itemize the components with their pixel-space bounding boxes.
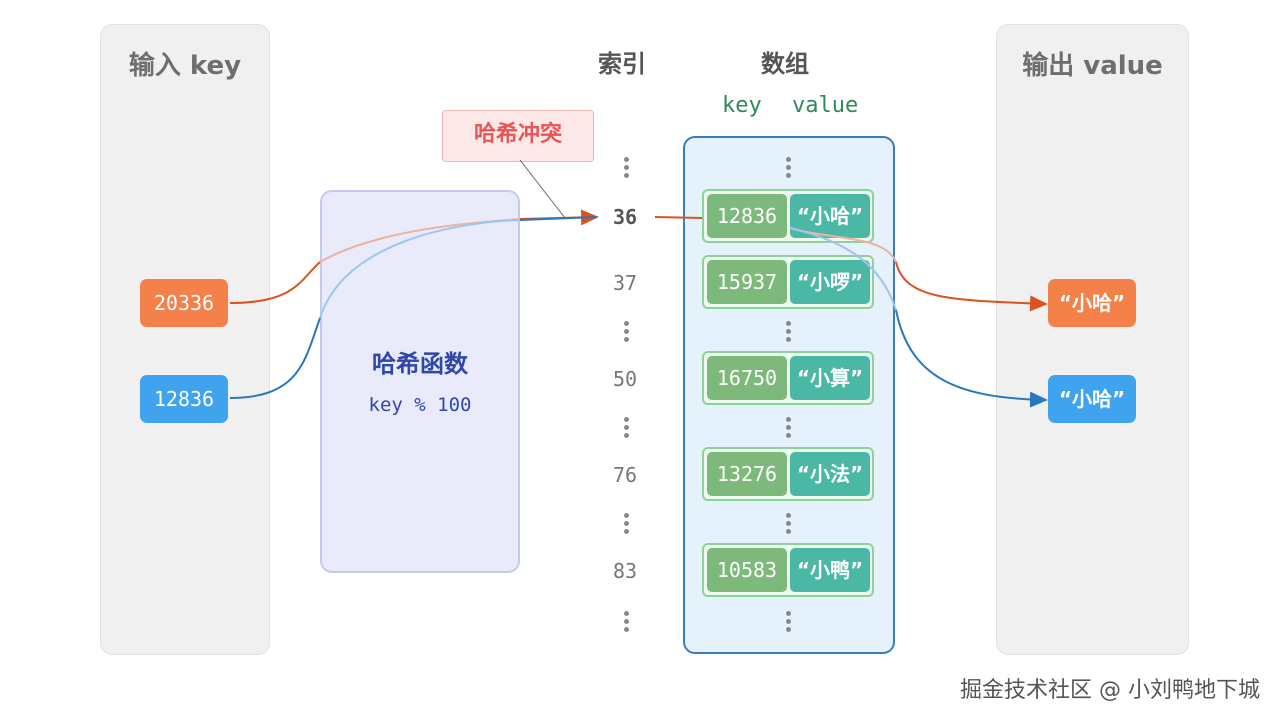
output-value-panel: 输出 value: [996, 24, 1189, 655]
link-20336-to-index: [229, 261, 321, 304]
bucket-key: 15937: [707, 260, 787, 304]
array-ellipsis: [783, 321, 793, 345]
bucket-37: 15937 “小啰”: [702, 255, 874, 309]
array-ellipsis: [783, 417, 793, 441]
array-ellipsis: [783, 513, 793, 537]
index-ellipsis: [621, 321, 631, 345]
hash-function-box: 哈希函数 key % 100: [320, 190, 520, 573]
index-76: 76: [612, 463, 638, 487]
output-panel-title: 输出 value: [1022, 51, 1163, 81]
link-bucket-through-blue: [789, 227, 897, 311]
link-12836-to-index-end: [519, 216, 598, 221]
input-panel-title: 输入 key: [128, 51, 242, 81]
bucket-50: 16750 “小算”: [702, 351, 874, 405]
array-ellipsis: [783, 611, 793, 635]
bucket-key: 12836: [707, 194, 787, 238]
value-column-header: value: [792, 93, 859, 118]
index-83: 83: [612, 559, 638, 583]
array-header: 数组: [761, 50, 809, 78]
bucket-76: 13276 “小法”: [702, 447, 874, 501]
link-12836-through-hash: [319, 219, 521, 319]
index-50: 50: [612, 367, 638, 391]
index-ellipsis: [621, 157, 631, 181]
index-ellipsis: [621, 513, 631, 537]
bucket-key: 13276: [707, 452, 787, 496]
bucket-value: “小鸭”: [790, 548, 870, 592]
index-37: 37: [612, 271, 638, 295]
hash-collision-label: 哈希冲突: [442, 110, 594, 162]
index-header: 索引: [598, 50, 646, 78]
bucket-value: “小算”: [790, 356, 870, 400]
link-12836-to-index: [229, 317, 321, 399]
array-ellipsis: [783, 157, 793, 181]
bucket-value: “小法”: [790, 452, 870, 496]
input-key-panel: 输入 key: [100, 24, 270, 655]
bucket-83: 10583 “小鸭”: [702, 543, 874, 597]
index-36: 36: [612, 205, 638, 229]
output-value-1: “小哈”: [1048, 279, 1136, 327]
bucket-36: 12836 “小哈”: [702, 189, 874, 243]
output-value-2: “小哈”: [1048, 375, 1136, 423]
input-key-12836: 12836: [140, 375, 228, 423]
link-bucket-to-output-1: [895, 261, 1048, 312]
bucket-value: “小啰”: [790, 260, 870, 304]
bucket-key: 16750: [707, 356, 787, 400]
input-key-20336: 20336: [140, 279, 228, 327]
index-ellipsis: [621, 417, 631, 441]
key-column-header: key: [722, 93, 762, 118]
hash-function-title: 哈希函数: [372, 350, 468, 378]
link-20336-through-hash: [319, 218, 521, 263]
bucket-key: 10583: [707, 548, 787, 592]
watermark: 掘金技术社区 @ 小刘鸭地下城: [960, 678, 1260, 703]
link-index-to-bucket: [654, 216, 703, 219]
collision-pointer-line: [519, 159, 566, 219]
hash-function-formula: key % 100: [368, 394, 472, 416]
link-bucket-to-output-2: [895, 309, 1048, 408]
index-ellipsis: [621, 611, 631, 635]
